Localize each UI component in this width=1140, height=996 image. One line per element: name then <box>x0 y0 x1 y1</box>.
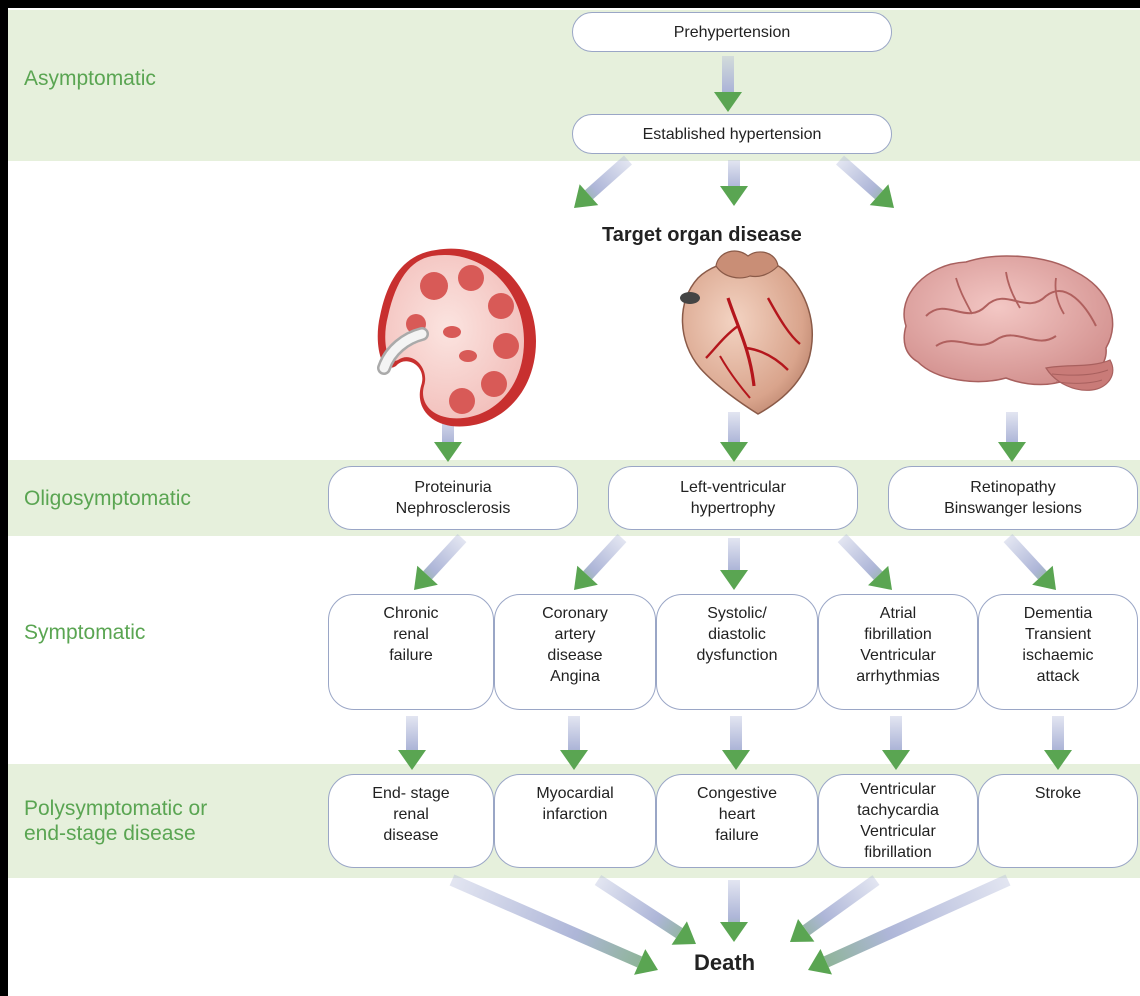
arrow-shaft <box>837 533 883 580</box>
flow-arrows <box>398 56 1072 975</box>
arrow-shaft <box>728 160 740 186</box>
node-ventricular-tachycardia: Ventricular tachycardia Ventricular fibr… <box>818 774 978 868</box>
diagram-frame: Asymptomatic Oligosymptomatic Symptomati… <box>8 8 1140 996</box>
node-stroke: Stroke <box>978 774 1138 868</box>
arrow-mi-to-death <box>594 874 696 945</box>
arrow-head <box>634 949 658 975</box>
arrow-head <box>790 918 815 942</box>
arrow-head <box>882 750 910 770</box>
arrow-prehyp-to-established <box>714 56 742 112</box>
arrow-lvh-to-atrial <box>837 533 892 590</box>
brain-illustration <box>903 255 1114 391</box>
arrow-brain-to-retinopathy <box>998 412 1026 462</box>
arrow-lvh-to-coronary <box>574 533 627 590</box>
arrow-head <box>671 921 696 945</box>
arrow-head <box>714 92 742 112</box>
arrow-shaft <box>423 533 467 580</box>
arrow-established-to-heart <box>720 160 748 206</box>
node-systolic-diastolic-dysfunction: Systolic/ diastolic dysfunction <box>656 594 818 710</box>
stage-label-symptomatic: Symptomatic <box>24 621 146 644</box>
arrow-head <box>560 750 588 770</box>
arrow-shaft <box>730 716 742 750</box>
arrow-head <box>998 442 1026 462</box>
node-established-hypertension: Established hypertension <box>572 114 892 154</box>
arrow-head <box>434 442 462 462</box>
arrow-coronary-to-mi <box>560 716 588 770</box>
target-organ-heading: Target organ disease <box>602 224 802 246</box>
arrow-head <box>398 750 426 770</box>
arrow-head <box>720 922 748 942</box>
arrow-proteinuria-to-renal-failure <box>414 533 467 590</box>
arrow-shaft <box>802 875 880 936</box>
stage-label-polysymptomatic: Polysymptomatic or end-stage disease <box>24 797 208 845</box>
node-chronic-renal-failure: Chronic renal failure <box>328 594 494 710</box>
arrow-chf-to-death <box>720 880 748 942</box>
arrow-shaft <box>1003 533 1047 580</box>
node-atrial-fibrillation: Atrial fibrillation Ventricular arrhythm… <box>818 594 978 710</box>
arrow-atrial-to-vt <box>882 716 910 770</box>
arrow-shaft <box>594 874 683 939</box>
arrow-retinopathy-to-dementia <box>1003 533 1056 590</box>
arrow-head <box>808 949 832 975</box>
arrow-shaft <box>584 155 632 200</box>
arrow-shaft <box>728 880 740 922</box>
diagram-graphics <box>377 56 1114 975</box>
arrow-shaft <box>1006 412 1018 442</box>
arrow-head <box>869 184 894 208</box>
arrow-head <box>868 565 892 590</box>
arrow-shaft <box>836 155 884 200</box>
node-lvh: Left-ventricular hypertrophy <box>608 466 858 530</box>
arrow-shaft <box>1052 716 1064 750</box>
arrow-head <box>574 565 598 590</box>
arrow-dysfunction-to-chf <box>722 716 750 770</box>
arrow-esrd-to-death <box>449 874 658 975</box>
arrow-head <box>720 442 748 462</box>
arrow-head <box>1044 750 1072 770</box>
arrow-shaft <box>406 716 418 750</box>
arrow-head <box>1032 565 1056 590</box>
arrow-head <box>414 565 438 590</box>
arrow-shaft <box>722 56 734 92</box>
node-retinopathy: Retinopathy Binswanger lesions <box>888 466 1138 530</box>
arrow-heart-to-lvh <box>720 412 748 462</box>
arrow-shaft <box>728 538 740 570</box>
arrow-head <box>574 184 599 208</box>
node-proteinuria: Proteinuria Nephrosclerosis <box>328 466 578 530</box>
stage-label-asymptomatic: Asymptomatic <box>24 67 156 90</box>
arrow-established-to-kidney <box>574 155 632 208</box>
arrow-lvh-to-dysfunction <box>720 538 748 590</box>
arrow-dementia-to-stroke <box>1044 716 1072 770</box>
arrow-stroke-to-death <box>808 874 1011 975</box>
arrow-head <box>722 750 750 770</box>
node-coronary-artery-disease: Coronary artery disease Angina <box>494 594 656 710</box>
arrow-head <box>720 186 748 206</box>
arrow-shaft <box>890 716 902 750</box>
arrow-shaft <box>823 874 1011 968</box>
kidney-illustration <box>377 248 536 427</box>
arrow-established-to-brain <box>836 155 894 208</box>
node-prehypertension: Prehypertension <box>572 12 892 52</box>
node-congestive-heart-failure: Congestive heart failure <box>656 774 818 868</box>
node-death: Death <box>694 950 756 975</box>
stage-label-oligosymptomatic: Oligosymptomatic <box>24 487 191 510</box>
node-dementia: Dementia Transient ischaemic attack <box>978 594 1138 710</box>
arrow-renal-failure-to-esrd <box>398 716 426 770</box>
arrow-shaft <box>449 874 643 968</box>
arrow-head <box>720 570 748 590</box>
arrow-shaft <box>568 716 580 750</box>
node-end-stage-renal-disease: End- stage renal disease <box>328 774 494 868</box>
node-myocardial-infarction: Myocardial infarction <box>494 774 656 868</box>
heart-illustration <box>680 250 813 415</box>
arrow-vt-to-death <box>790 875 880 942</box>
arrow-shaft <box>583 533 627 580</box>
arrow-shaft <box>728 412 740 442</box>
